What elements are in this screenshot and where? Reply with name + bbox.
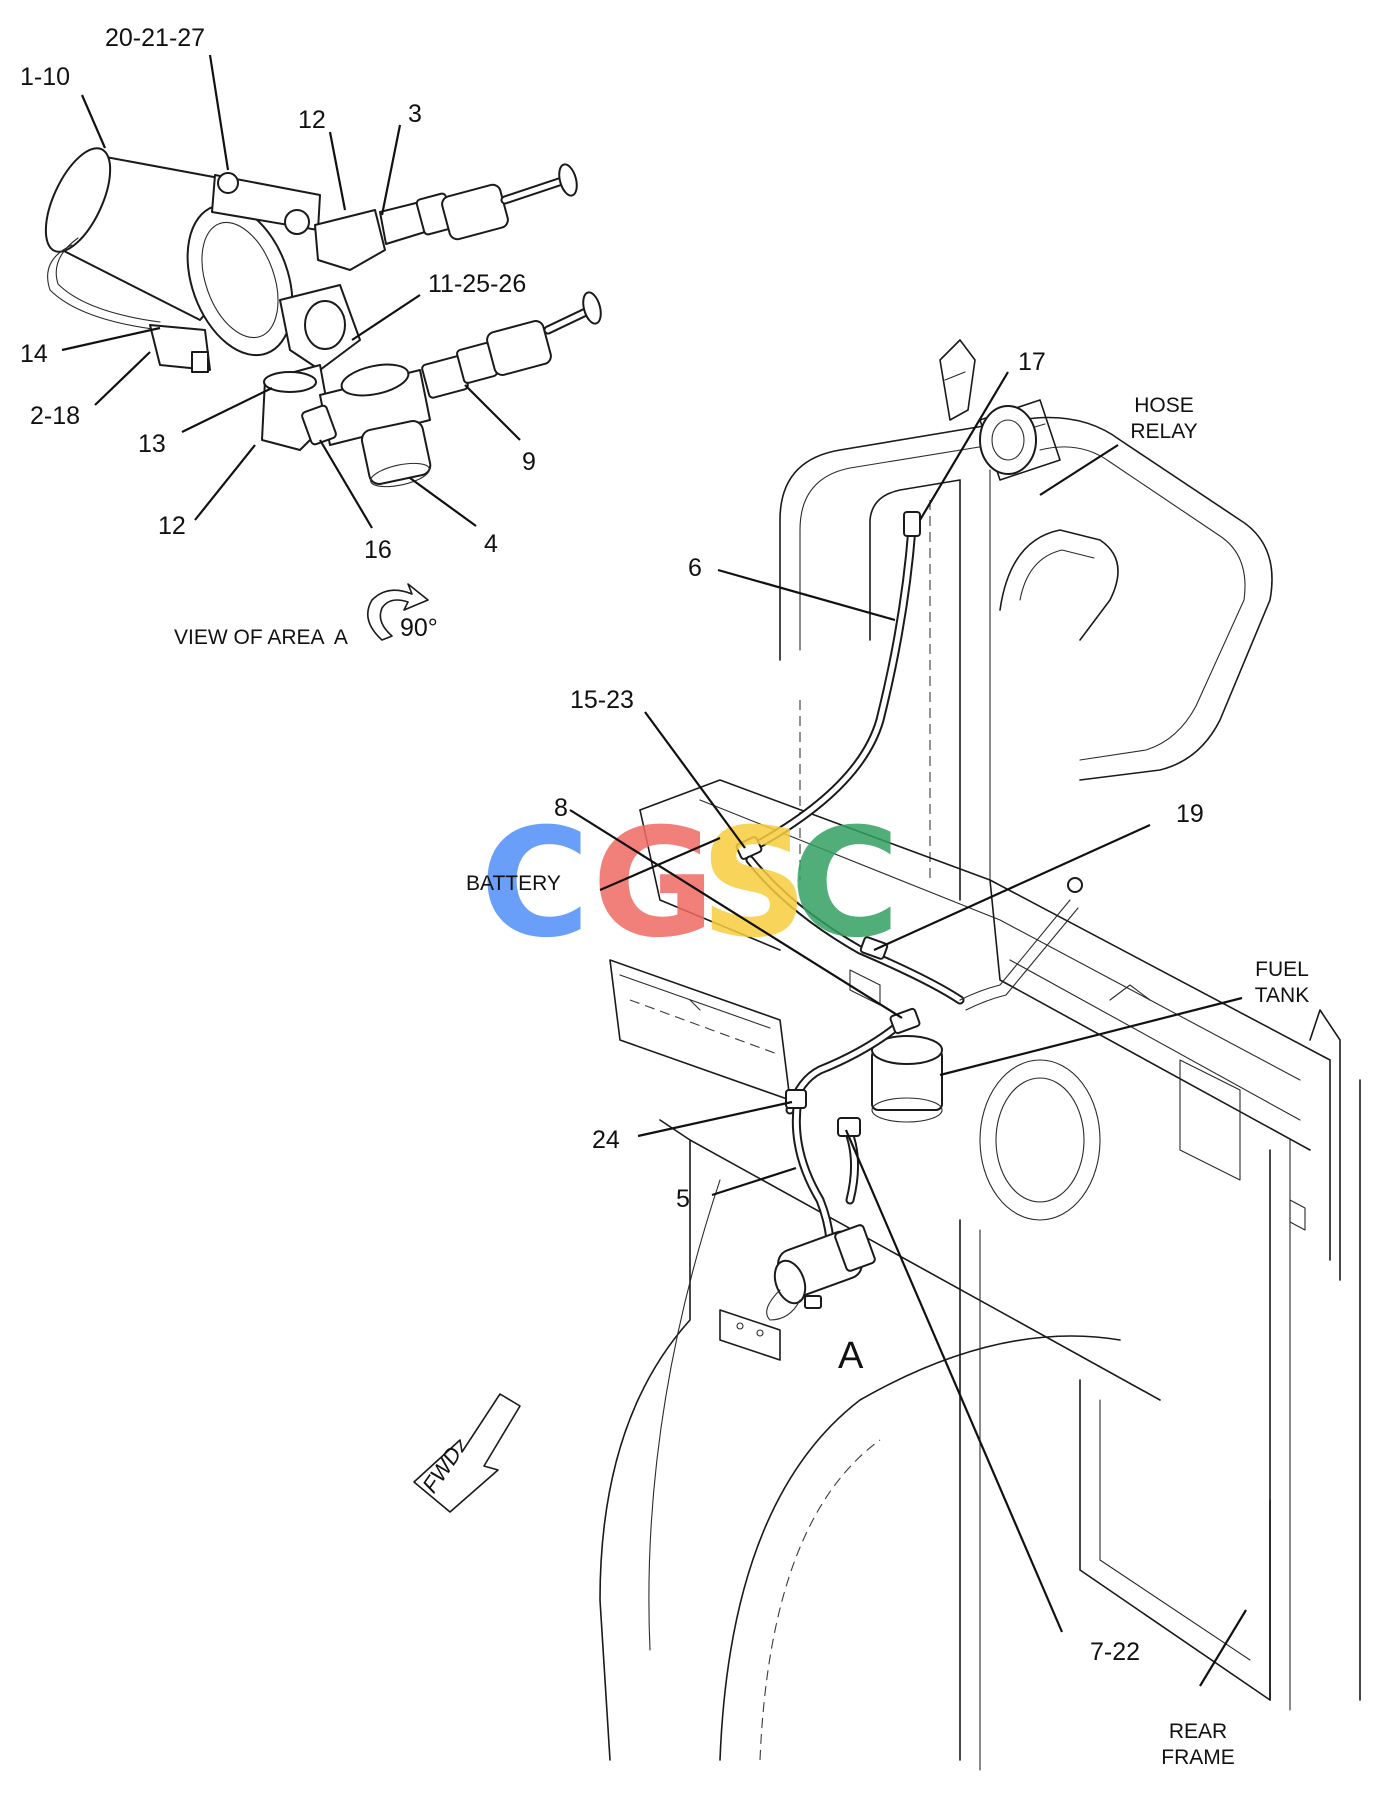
callout-17: 17 [1018, 348, 1046, 376]
watermark-letter-c2: C [790, 797, 900, 971]
watermark-letter-s: S [700, 797, 808, 971]
fwd-label: FWD [417, 1442, 466, 1497]
callout-5: 5 [676, 1185, 690, 1213]
callout-9: 9 [522, 448, 536, 476]
hose-relay-label-line1: HOSE [1134, 394, 1194, 417]
area-a-label: A [838, 1335, 864, 1377]
watermark-letter-c1: C [480, 797, 590, 971]
fuel-hoses [735, 511, 1083, 1245]
callout-12-top: 12 [298, 106, 326, 134]
callout-1-10: 1-10 [20, 63, 70, 91]
fwd-arrow-icon: FWD [413, 1393, 521, 1513]
rear-frame-label-line2: FRAME [1161, 1746, 1235, 1769]
fuel-tank-label-line2: TANK [1255, 984, 1309, 1007]
callout-labels: 1-10 20-21-27 12 3 11-25-26 14 2-18 13 9… [20, 24, 1204, 1666]
battery-label: BATTERY [466, 872, 561, 895]
callout-7-22: 7-22 [1090, 1638, 1140, 1666]
callout-8: 8 [554, 794, 568, 822]
callout-11-25-26: 11-25-26 [428, 270, 526, 298]
callout-13: 13 [138, 430, 166, 458]
callout-16: 16 [364, 536, 392, 564]
hose-relay-label-line2: RELAY [1130, 420, 1197, 443]
fuel-tank-filler [871, 1035, 943, 1123]
callout-4: 4 [484, 530, 498, 558]
fuel-tank-label-line1: FUEL [1255, 958, 1309, 981]
detail-view-area-a [44, 147, 602, 488]
rotation-arrow-icon [366, 583, 429, 641]
callout-3: 3 [408, 100, 422, 128]
rotation-label: 90° [400, 614, 438, 642]
callout-12-bottom: 12 [158, 512, 186, 540]
callout-24: 24 [592, 1126, 620, 1154]
callout-6: 6 [688, 554, 702, 582]
callout-19: 19 [1176, 800, 1204, 828]
hose-relay-fitting [979, 405, 1037, 475]
view-of-area-a-label: VIEW OF AREA A [174, 626, 348, 649]
callout-14: 14 [20, 340, 48, 368]
rear-frame-structure [599, 339, 1361, 1771]
fuel-pump-installed [719, 1224, 876, 1361]
annotation-notes: VIEW OF AREA A 90° HOSE RELAY BATTERY FU… [174, 394, 1309, 1769]
callout-2-18: 2-18 [30, 402, 80, 430]
rear-frame-label-line1: REAR [1169, 1720, 1227, 1743]
leader-lines [61, 54, 1247, 1687]
callout-20-21-27: 20-21-27 [105, 24, 205, 52]
watermark-letter-g: G [592, 797, 715, 971]
callout-15-23: 15-23 [570, 686, 634, 714]
